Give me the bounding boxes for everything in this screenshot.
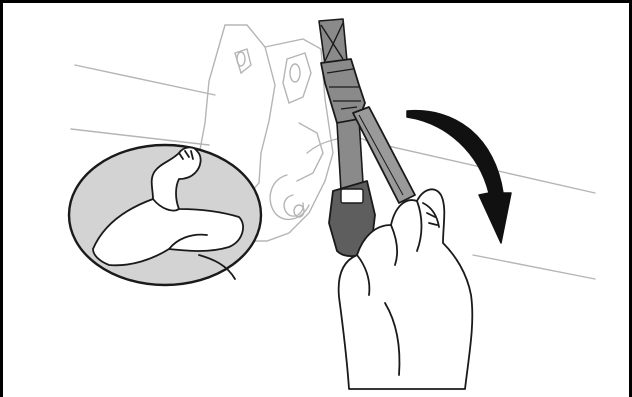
instruction-illustration bbox=[3, 3, 629, 397]
bracket-hole-1 bbox=[237, 52, 245, 66]
handle-slot bbox=[341, 189, 363, 203]
frame-line-right-bottom bbox=[473, 255, 595, 279]
bracket-hole-2 bbox=[290, 64, 300, 82]
strength-inset bbox=[69, 145, 261, 285]
seat-bracket-inner bbox=[235, 49, 323, 181]
strap-lower bbox=[337, 119, 363, 191]
frame-line-upper bbox=[75, 65, 215, 95]
frame-line-middle bbox=[71, 129, 209, 145]
